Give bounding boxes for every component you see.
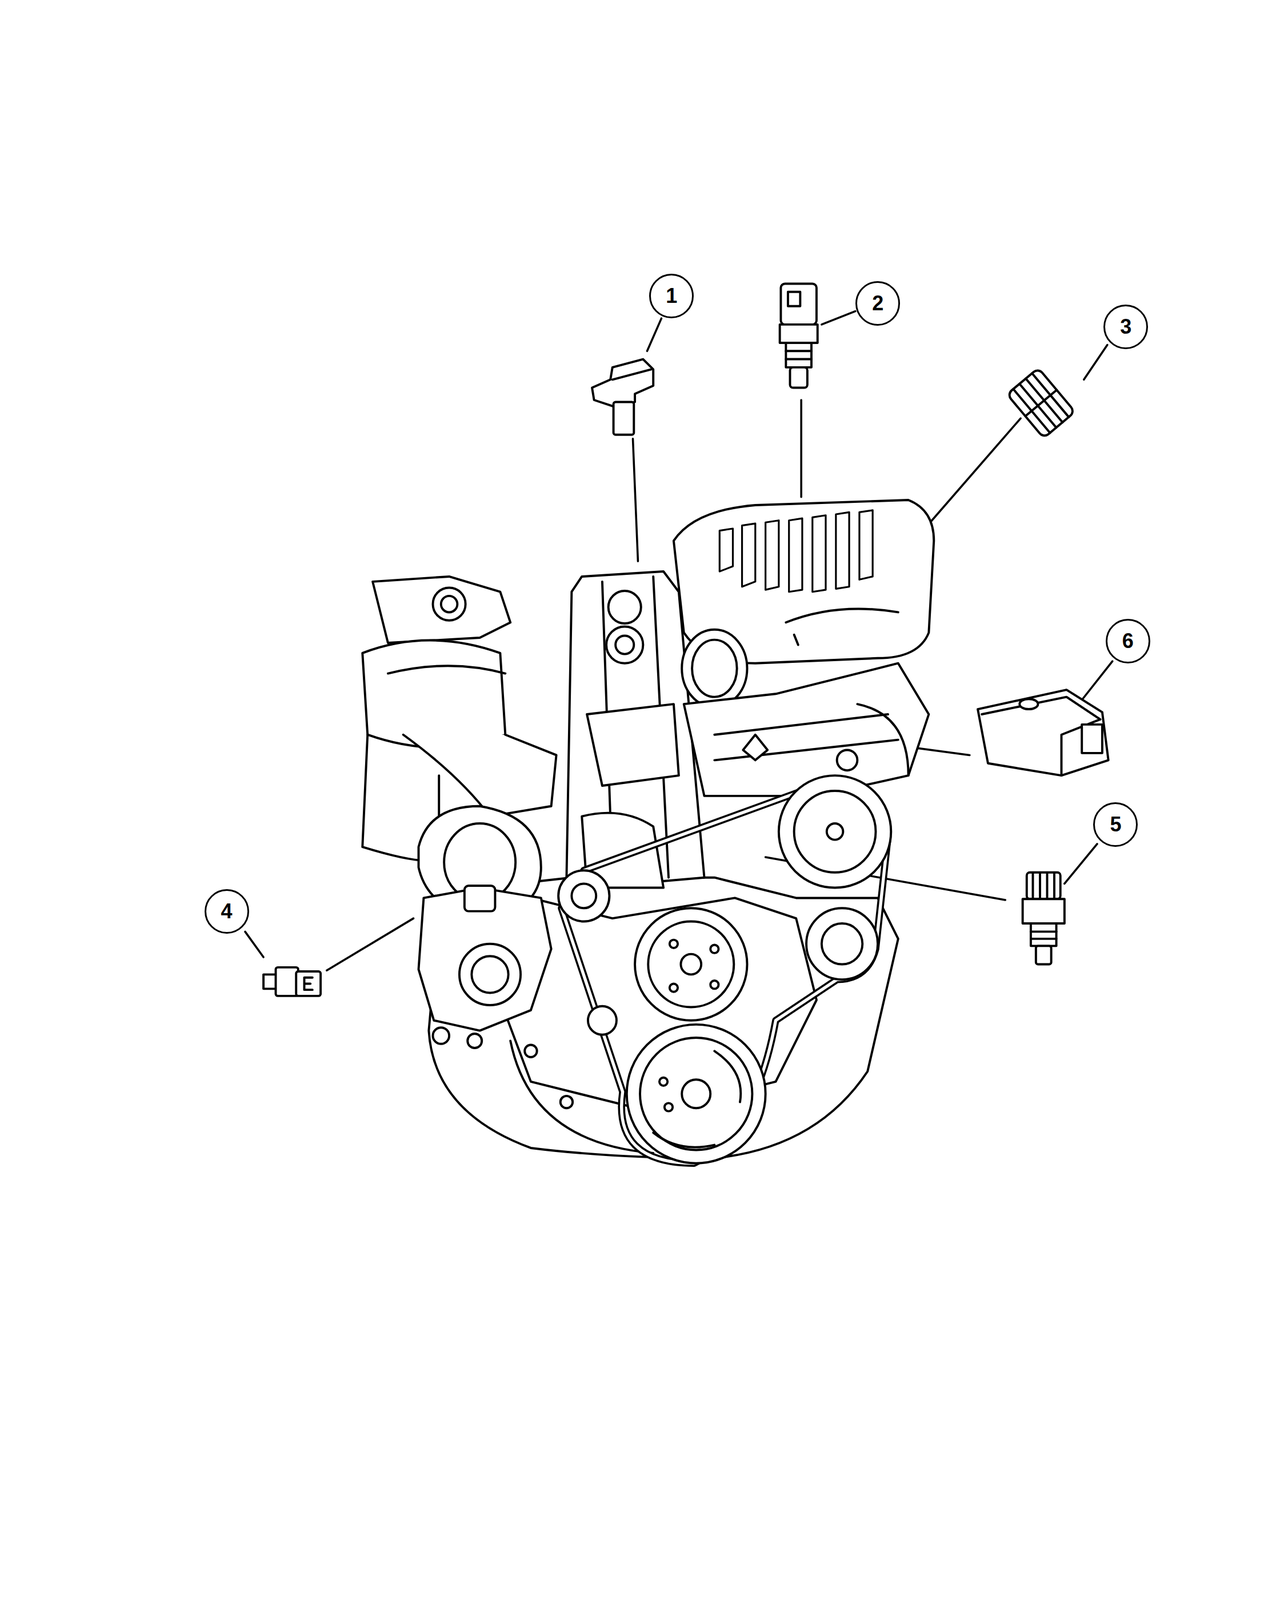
callout-circle: 5 bbox=[1093, 802, 1138, 847]
callout-number: 1 bbox=[665, 285, 678, 307]
callout-circle: 3 bbox=[1103, 304, 1148, 350]
sensor-1 bbox=[592, 359, 654, 435]
callout-number: 6 bbox=[1122, 630, 1134, 652]
callout-circle: 1 bbox=[649, 273, 694, 319]
callout-circle: 6 bbox=[1105, 618, 1151, 664]
sensor-3 bbox=[1006, 368, 1075, 439]
leader-lines bbox=[245, 311, 1113, 971]
callout-number: 4 bbox=[221, 901, 233, 922]
callout-circle: 2 bbox=[855, 281, 900, 326]
callout-number: 2 bbox=[872, 293, 884, 314]
sensor-2 bbox=[780, 283, 818, 388]
callout-circle: 4 bbox=[204, 889, 250, 934]
callout-number: 3 bbox=[1120, 316, 1132, 338]
sensor-5 bbox=[1022, 872, 1065, 965]
sensor-6 bbox=[977, 689, 1109, 776]
sensor-4 bbox=[263, 967, 321, 996]
callout-number: 5 bbox=[1109, 814, 1122, 835]
